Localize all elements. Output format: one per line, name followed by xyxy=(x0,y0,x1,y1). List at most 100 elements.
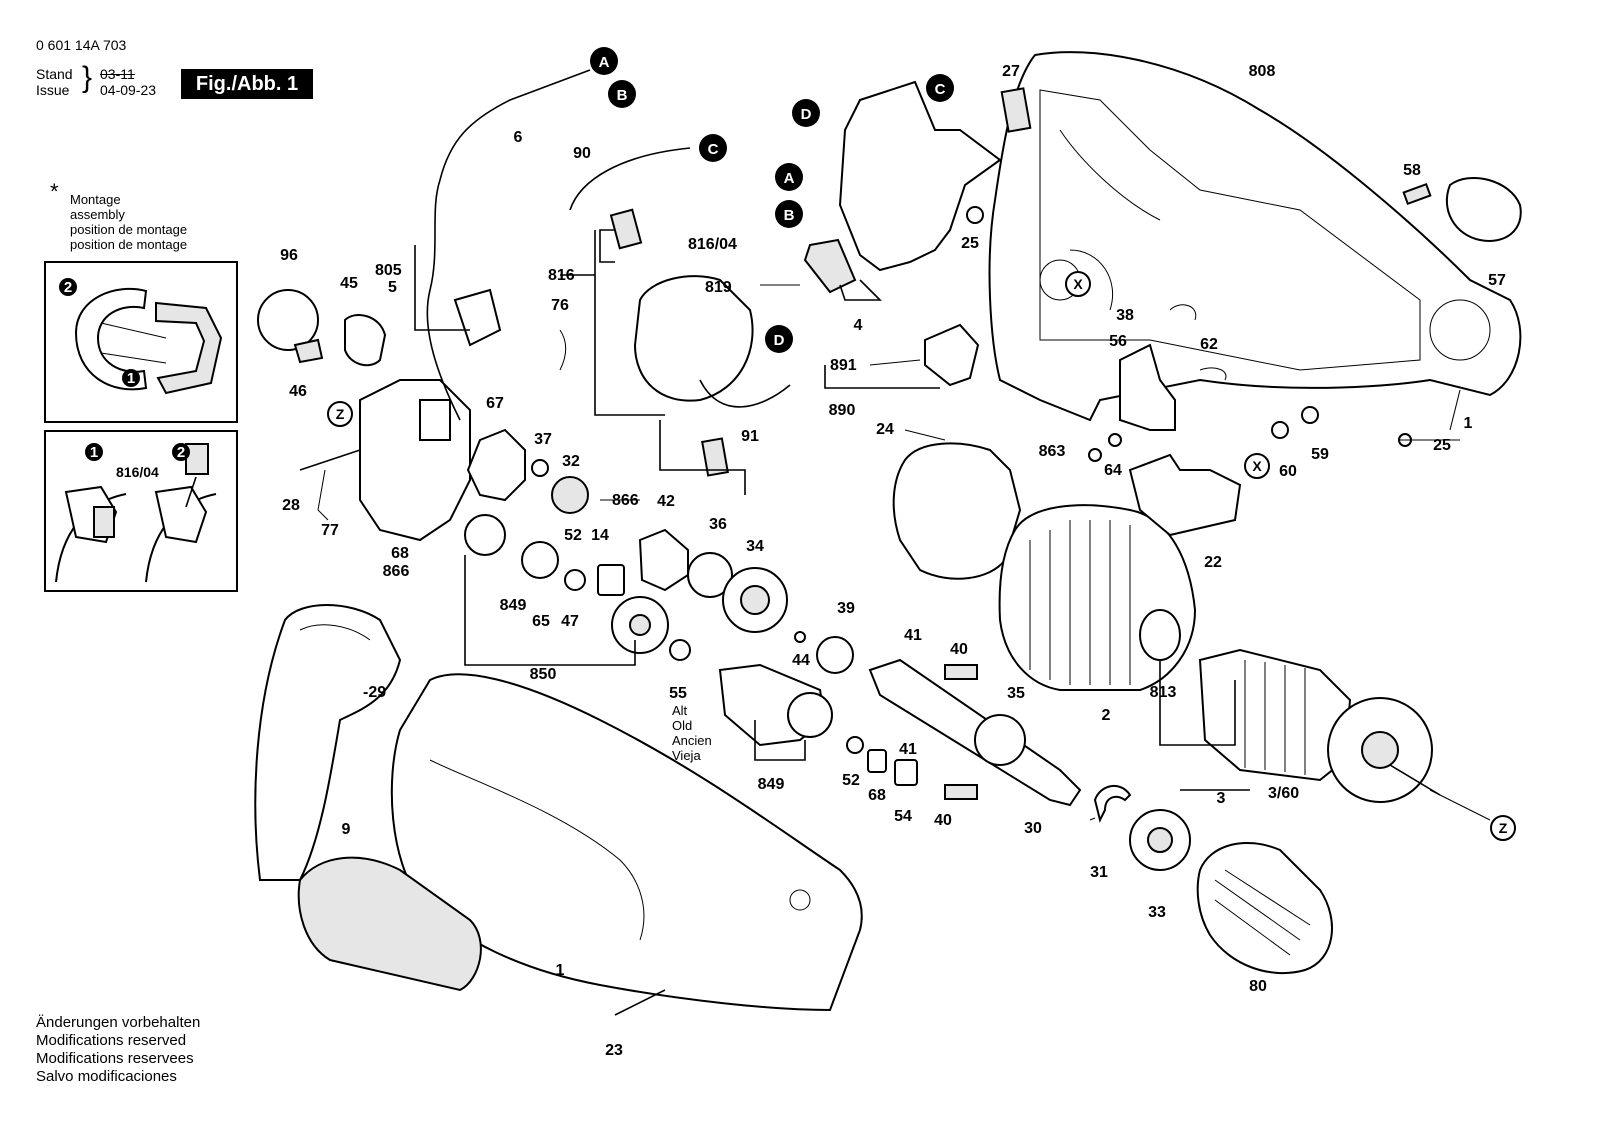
svg-text:X: X xyxy=(1073,276,1083,292)
part-label: 40 xyxy=(950,641,968,658)
part-label: 68 xyxy=(391,545,409,562)
part-label: 14 xyxy=(591,527,609,544)
ring-Z-icon: Z xyxy=(327,401,353,427)
part-label: 45 xyxy=(340,275,358,292)
callout-A-icon: A xyxy=(590,47,618,75)
part-label: 36 xyxy=(709,516,727,533)
part-label: 5 xyxy=(388,279,397,296)
part-label: 805 xyxy=(375,262,402,279)
part-label: 38 xyxy=(1116,307,1134,324)
part-label: 813 xyxy=(1150,684,1177,701)
part-label: 808 xyxy=(1249,63,1276,80)
part-label: 35 xyxy=(1007,685,1025,702)
issue-date: 04-09-23 xyxy=(100,82,157,98)
part-label: 47 xyxy=(561,613,579,630)
footer-notes: Änderungen vorbehalten Modifications res… xyxy=(36,1014,200,1086)
part-label: 56 xyxy=(1109,333,1127,350)
part-label: 866 xyxy=(612,492,639,509)
part-label: 39 xyxy=(837,600,855,617)
part-label: 22 xyxy=(1204,554,1222,571)
footer-line: Änderungen vorbehalten xyxy=(36,1014,201,1031)
part-label: 90 xyxy=(573,145,591,162)
svg-text:Z: Z xyxy=(336,406,345,422)
assembly-note-line: position de montage xyxy=(70,222,188,237)
part-label: 23 xyxy=(605,1042,623,1059)
alt-note-line: Old xyxy=(672,718,693,733)
part-label: 863 xyxy=(1039,443,1066,460)
svg-text:C: C xyxy=(708,141,719,158)
footer-line: Salvo modificaciones xyxy=(36,1068,177,1085)
brace-glyph: } xyxy=(82,61,93,94)
part-label: 1 xyxy=(1464,415,1473,432)
part-label: 76 xyxy=(551,297,569,314)
switch-4 xyxy=(838,80,1002,272)
svg-text:Z: Z xyxy=(1499,820,1508,836)
issue-label: Issue xyxy=(36,82,70,98)
svg-text:A: A xyxy=(784,170,795,187)
part-label: 30 xyxy=(1024,820,1042,837)
part-label: 59 xyxy=(1311,446,1329,463)
ring-Z-icon: Z xyxy=(1490,815,1516,841)
part-label: 44 xyxy=(792,652,810,669)
spindle-30 xyxy=(868,658,1082,807)
svg-text:B: B xyxy=(617,87,628,104)
stator-2 xyxy=(998,504,1197,691)
part-label: 40 xyxy=(934,812,952,829)
document-number: 0 601 14A 703 xyxy=(36,37,127,53)
callout-B-icon: B xyxy=(608,80,636,108)
part-label: 866 xyxy=(383,563,410,580)
part-label: 60 xyxy=(1279,463,1297,480)
stand-date: 03-11 xyxy=(100,66,135,82)
part-label: 816 xyxy=(548,267,575,284)
handle-29 xyxy=(254,604,402,881)
part-label: 41 xyxy=(899,741,917,758)
assembly-inset-1: 2 1 xyxy=(44,261,238,423)
part-label: 4 xyxy=(854,317,863,334)
cover-9 xyxy=(297,856,482,992)
part-label: 1 xyxy=(556,962,565,979)
part-label: 54 xyxy=(894,808,912,825)
part-label: 25 xyxy=(961,235,979,252)
armature-3 xyxy=(1198,648,1352,782)
callout-D-icon: D xyxy=(792,99,820,127)
svg-text:2: 2 xyxy=(177,444,185,461)
part-label: 890 xyxy=(829,402,856,419)
assembly-inset-2: 1 2 816/04 xyxy=(44,430,238,592)
brush-holder-large xyxy=(892,442,1022,580)
part-label: 64 xyxy=(1104,462,1122,479)
part-label: 891 xyxy=(830,357,857,374)
assembly-note-line: assembly xyxy=(70,207,125,222)
power-cord-6 xyxy=(426,69,591,421)
part-label: 9 xyxy=(342,821,351,838)
ring-X-icon: X xyxy=(1065,271,1091,297)
part-label: 80 xyxy=(1249,978,1267,995)
svg-text:X: X xyxy=(1252,458,1262,474)
part-label: 65 xyxy=(532,613,550,630)
part-label: 25 xyxy=(1433,437,1451,454)
figure-label: Fig./Abb. 1 xyxy=(181,69,313,99)
part-label: 41 xyxy=(904,627,922,644)
gear-42 xyxy=(638,528,689,592)
svg-text:1: 1 xyxy=(90,444,98,461)
part-label: 91 xyxy=(741,428,759,445)
gear-67 xyxy=(466,428,526,502)
svg-text:1: 1 xyxy=(127,370,135,387)
part-label: 33 xyxy=(1148,904,1166,921)
part-label: 32 xyxy=(562,453,580,470)
part-label: -29 xyxy=(363,684,386,701)
brush-holder xyxy=(633,275,754,402)
part-label: 3 xyxy=(1217,790,1226,807)
part-label: 849 xyxy=(500,597,527,614)
part-label: 819 xyxy=(705,279,732,296)
part-label: 34 xyxy=(746,538,764,555)
part-label: 77 xyxy=(321,522,339,539)
ring-X-icon: X xyxy=(1244,453,1270,479)
alt-note-line: Ancien xyxy=(672,733,712,748)
part-label: 42 xyxy=(657,493,675,510)
svg-text:B: B xyxy=(784,207,795,224)
stand-label: Stand xyxy=(36,66,73,82)
svg-text:2: 2 xyxy=(64,279,72,296)
part-label: 96 xyxy=(280,247,298,264)
